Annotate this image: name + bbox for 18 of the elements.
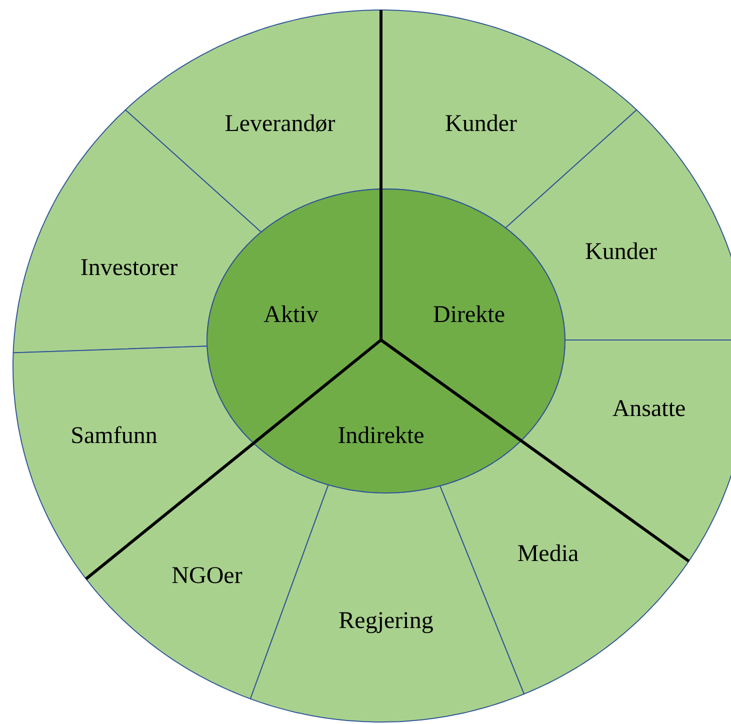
- ring-segment: [439, 440, 690, 695]
- ring-segment: [520, 340, 731, 562]
- inner-sector: [252, 339, 522, 494]
- ring-segment: [124, 10, 382, 233]
- segment-label: Direkte: [433, 302, 505, 328]
- segment-label: NGOer: [172, 563, 242, 589]
- ring-segment: [380, 10, 638, 229]
- segment-label: Kunder: [585, 239, 657, 265]
- segment-label: Investorer: [80, 255, 178, 281]
- ring-segment: [85, 442, 329, 700]
- segment-label: Media: [517, 541, 579, 567]
- segment-label: Aktiv: [264, 302, 318, 328]
- segment-label: Regjering: [338, 608, 434, 634]
- segment-label: Ansatte: [612, 396, 686, 422]
- segment-label: Samfunn: [70, 423, 158, 449]
- segment-label: Kunder: [445, 111, 517, 137]
- segment-label: Indirekte: [338, 423, 424, 449]
- segment-label: Leverandør: [224, 111, 336, 137]
